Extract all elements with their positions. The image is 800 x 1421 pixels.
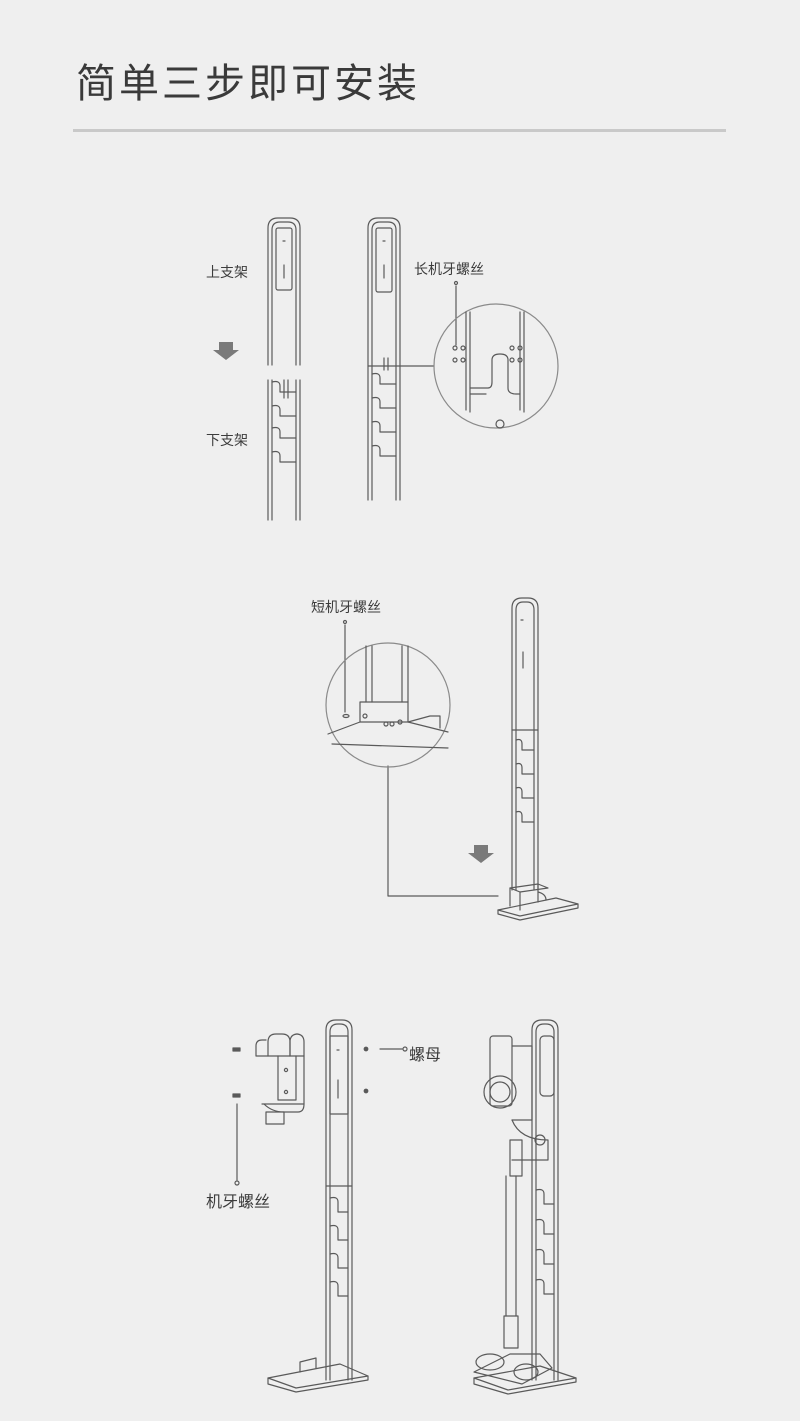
step1-upper-bracket	[268, 218, 300, 365]
step3-wall-bracket	[256, 1034, 304, 1124]
down-arrow-icon	[213, 342, 239, 360]
step3-stand	[268, 1020, 368, 1392]
page-title: 简单三步即可安装	[76, 62, 420, 106]
down-arrow-icon	[468, 845, 494, 863]
step2-stand	[512, 598, 538, 890]
step2-base	[498, 884, 578, 920]
lower-bracket-label: 下支架	[206, 432, 248, 448]
machine-screw-pointer	[235, 1104, 239, 1185]
long-screw-label: 长机牙螺丝	[414, 261, 484, 277]
step1-assembled-stand	[368, 218, 400, 500]
short-screw-pointer	[344, 621, 499, 897]
long-screw-detail-circle	[434, 304, 558, 428]
step1-lower-bracket	[268, 380, 300, 520]
nut-pointer	[380, 1047, 407, 1051]
nut-label: 螺母	[409, 1047, 442, 1064]
step3-screw-icons	[233, 1047, 368, 1097]
title-divider	[73, 129, 726, 132]
machine-screw-label: 机牙螺丝	[206, 1194, 271, 1211]
step3-vacuum-on-stand	[474, 1020, 576, 1394]
short-screw-detail-circle	[326, 643, 450, 767]
long-screw-pointer	[400, 282, 458, 367]
short-screw-label: 短机牙螺丝	[311, 599, 381, 615]
upper-bracket-label: 上支架	[206, 264, 248, 280]
